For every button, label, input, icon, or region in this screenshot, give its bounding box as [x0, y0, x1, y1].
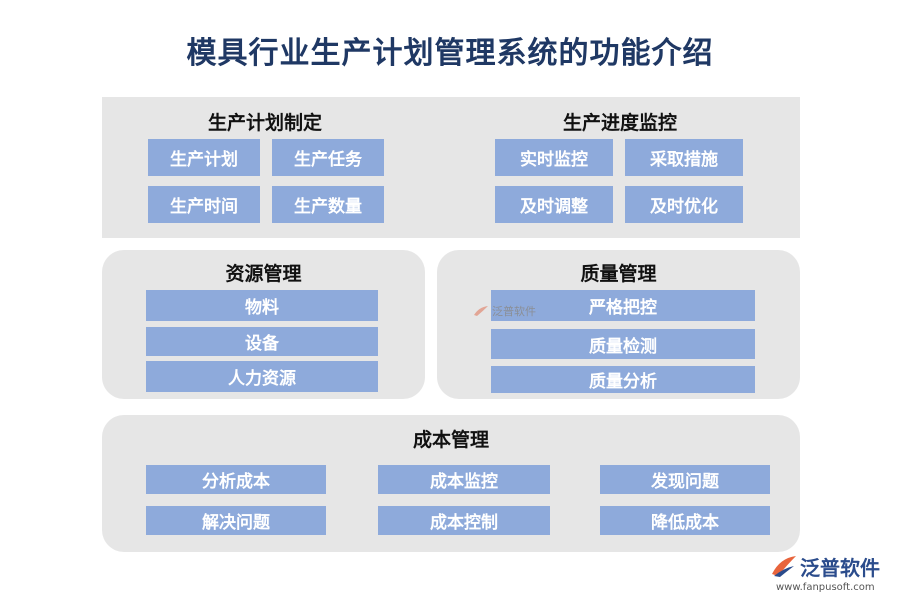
resource-item: 设备: [146, 327, 378, 356]
cost-item: 成本监控: [378, 465, 550, 494]
quality-item: 质量分析: [491, 366, 755, 393]
plan-heading: 生产计划制定: [207, 112, 322, 134]
progress-item: 及时调整: [495, 186, 613, 223]
plan-item: 生产计划: [148, 139, 260, 176]
resource-heading: 资源管理: [225, 263, 302, 285]
page-title: 模具行业生产计划管理系统的功能介绍: [186, 36, 714, 71]
progress-heading: 生产进度监控: [562, 112, 677, 134]
plan-item: 生产时间: [148, 186, 260, 223]
watermark: 泛普软件: [473, 303, 536, 319]
cost-item: 发现问题: [600, 465, 770, 494]
plan-item: 生产数量: [272, 186, 384, 223]
progress-item: 实时监控: [495, 139, 613, 176]
brand-logo-icon: [772, 556, 796, 577]
brand-name: 泛普软件: [800, 556, 880, 580]
cost-item: 降低成本: [600, 506, 770, 535]
watermark-text: 泛普软件: [492, 305, 536, 318]
quality-item: 质量检测: [491, 329, 755, 359]
cost-item: 解决问题: [146, 506, 326, 535]
resource-item: 物料: [146, 290, 378, 321]
resource-item: 人力资源: [146, 361, 378, 392]
plan-item: 生产任务: [272, 139, 384, 176]
cost-heading: 成本管理: [412, 429, 489, 451]
cost-item: 分析成本: [146, 465, 326, 494]
quality-item: 严格把控: [491, 290, 755, 321]
watermark-logo-icon: [474, 306, 488, 316]
brand-url: www.fanpusoft.com: [776, 582, 875, 593]
progress-item: 及时优化: [625, 186, 743, 223]
quality-heading: 质量管理: [580, 263, 657, 285]
brand-logo: 泛普软件: [770, 552, 892, 582]
progress-item: 采取措施: [625, 139, 743, 176]
cost-item: 成本控制: [378, 506, 550, 535]
